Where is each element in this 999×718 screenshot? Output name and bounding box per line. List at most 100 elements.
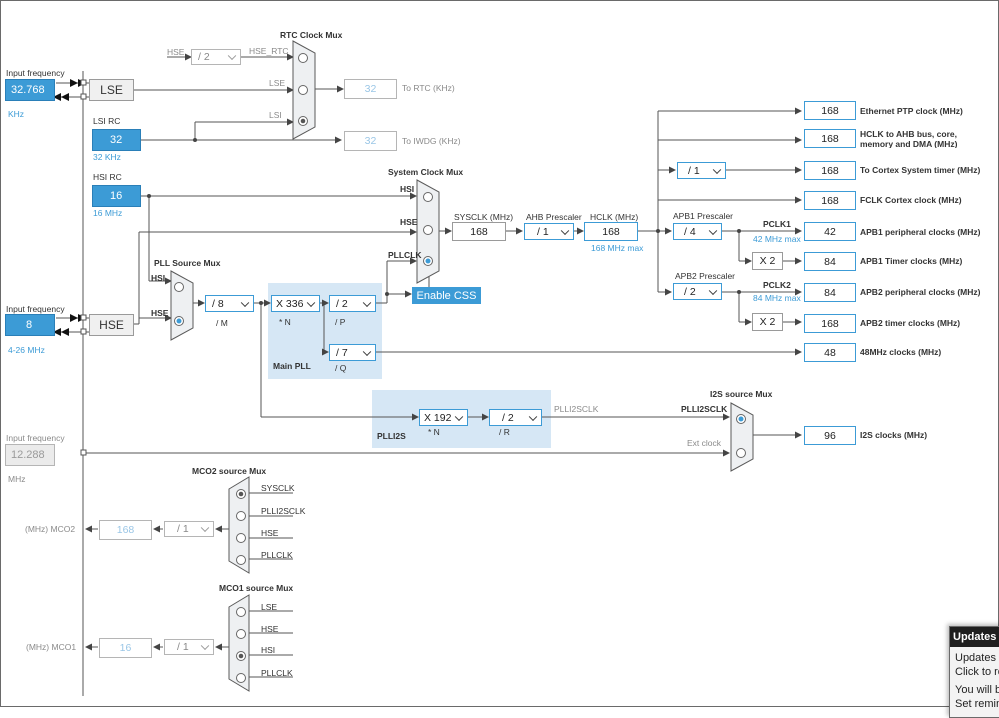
mco1-input-pllclk-label: PLLCLK	[261, 668, 293, 678]
i2s-ext-frequency-input[interactable]: 12.288	[5, 444, 55, 466]
apb1-timer-clock-value[interactable]: 84	[804, 252, 856, 271]
chevron-down-icon	[200, 641, 210, 651]
mco2-divider-value: / 1	[177, 523, 189, 535]
hse-source-box: HSE	[89, 314, 134, 336]
mco1-output-label: (MHz) MCO1	[26, 642, 77, 652]
rtc-hse-divider-value: / 2	[198, 51, 210, 63]
pll-p-value: / 2	[336, 297, 348, 310]
pll-q-label: / Q	[335, 363, 347, 373]
hclk-input[interactable]: 168	[584, 222, 638, 241]
sysmux-hse-label: HSE	[400, 217, 418, 227]
apb1-peripheral-clock-value[interactable]: 42	[804, 222, 856, 241]
chevron-down-icon	[227, 51, 237, 61]
plli2s-n-value: X 192	[424, 411, 452, 424]
ahb-prescaler-value: / 1	[537, 225, 549, 238]
sysclk-value: 168	[452, 222, 506, 241]
cortex-system-timer-label: To Cortex System timer (MHz)	[860, 165, 981, 175]
plli2s-n-label: * N	[428, 427, 440, 437]
pll-p-label: / P	[335, 317, 346, 327]
updates-notification[interactable]: Updates A Updates a Click to re You will…	[949, 626, 999, 718]
plli2s-r-value: / 2	[502, 411, 514, 424]
chevron-down-icon	[560, 226, 570, 235]
48mhz-clock-value[interactable]: 48	[804, 343, 856, 362]
cortex-timer-divider-value: / 1	[688, 164, 700, 177]
updates-notification-title: Updates A	[950, 627, 999, 647]
rtc-output-label: To RTC (KHz)	[402, 83, 455, 93]
sysclk-label: SYSCLK (MHz)	[454, 212, 514, 222]
i2s-ext-unit-label: MHz	[8, 474, 26, 484]
apb1-prescaler-value: / 4	[684, 225, 696, 238]
pll-q-divider-select[interactable]: / 7	[329, 344, 376, 361]
hse-unit-label: 4-26 MHz	[8, 345, 45, 355]
pll-n-label: * N	[279, 317, 291, 327]
pclk1-label: PCLK1	[763, 219, 791, 229]
apb2-timer-x2-multiplier: X 2	[752, 313, 783, 331]
enable-css-button[interactable]: Enable CSS	[412, 287, 481, 304]
mco1-input-hsi-label: HSI	[261, 645, 276, 655]
hsi-unit-label: 16 MHz	[93, 208, 123, 218]
sysmux-pllclk-label: PLLCLK	[388, 250, 422, 260]
plli2s-n-multiplier-select[interactable]: X 192	[419, 409, 468, 426]
apb2-prescaler-select[interactable]: / 2	[673, 283, 722, 300]
rtc-hse-divider-select[interactable]: / 2	[191, 49, 241, 65]
fclk-cortex-clock-value[interactable]: 168	[804, 191, 856, 210]
rtc-clock-value: 32	[344, 79, 397, 99]
hse-rtc-label: HSE_RTC	[249, 46, 289, 56]
apb1-prescaler-label: APB1 Prescaler	[673, 211, 733, 221]
mco1-source-mux-title: MCO1 source Mux	[219, 583, 294, 593]
apb1-prescaler-select[interactable]: / 4	[673, 223, 722, 240]
plli2s-r-divider-select[interactable]: / 2	[489, 409, 542, 426]
i2s-mux-shape	[730, 402, 754, 472]
cortex-system-timer-value[interactable]: 168	[804, 161, 856, 180]
ethernet-ptp-clock-label: Ethernet PTP clock (MHz)	[860, 106, 963, 116]
apb2-peripheral-clock-label: APB2 peripheral clocks (MHz)	[860, 287, 981, 297]
pll-p-divider-select[interactable]: / 2	[329, 295, 376, 312]
apb1-timer-x2-multiplier: X 2	[752, 252, 783, 270]
lsi-rc-label: LSI RC	[93, 116, 121, 126]
system-clock-mux-title: System Clock Mux	[388, 167, 464, 177]
cortex-timer-divider-select[interactable]: / 1	[677, 162, 726, 179]
pll-n-multiplier-select[interactable]: X 336	[271, 295, 320, 312]
plli2s-r-label: / R	[499, 427, 510, 437]
pll-m-divider-select[interactable]: / 8	[205, 295, 254, 312]
lse-frequency-input[interactable]: 32.768	[5, 79, 55, 101]
48mhz-clock-label: 48MHz clocks (MHz)	[860, 347, 942, 357]
ethernet-ptp-clock-value[interactable]: 168	[804, 101, 856, 120]
apb2-timer-clock-value[interactable]: 168	[804, 314, 856, 333]
mco1-divider-value: / 1	[177, 641, 189, 653]
main-pll-title: Main PLL	[273, 361, 311, 371]
lsi-unit-label: 32 KHz	[93, 152, 121, 162]
chevron-down-icon	[708, 286, 718, 295]
i2s-ext-input-frequency-label: Input frequency	[6, 433, 65, 443]
mco2-source-mux-title: MCO2 source Mux	[192, 466, 267, 476]
plli2s-title: PLLI2S	[377, 431, 406, 441]
iwdg-output-label: To IWDG (KHz)	[402, 136, 461, 146]
iwdg-clock-value: 32	[344, 131, 397, 151]
updates-notification-link[interactable]: Click to re	[955, 666, 999, 678]
pll-source-mux-title: PLL Source Mux	[154, 258, 221, 268]
mco1-divider-select[interactable]: / 1	[164, 639, 214, 655]
mco2-input-plli2sclk-label: PLLI2SCLK	[261, 506, 306, 516]
mco2-divider-select[interactable]: / 1	[164, 521, 214, 537]
apb2-peripheral-clock-value[interactable]: 84	[804, 283, 856, 302]
mco1-input-hse-label: HSE	[261, 624, 279, 634]
hse-frequency-input[interactable]: 8	[5, 314, 55, 336]
lsi-frequency-value: 32	[92, 129, 141, 151]
chevron-down-icon	[454, 412, 464, 421]
ahb-prescaler-select[interactable]: / 1	[524, 223, 574, 240]
i2s-clock-value[interactable]: 96	[804, 426, 856, 445]
chevron-down-icon	[306, 298, 316, 307]
mco1-output-value: 16	[99, 638, 152, 658]
hclk-ahb-clock-value[interactable]: 168	[804, 129, 856, 148]
mco2-input-sysclk-label: SYSCLK	[261, 483, 295, 493]
chevron-down-icon	[240, 298, 250, 307]
i2smux-ext-clock-label: Ext clock	[687, 438, 722, 448]
hse-input-frequency-label: Input frequency	[6, 304, 65, 314]
hsi-frequency-value: 16	[92, 185, 141, 207]
pll-source-mux-shape	[170, 270, 194, 341]
rtc-lsi-label: LSI	[269, 110, 282, 120]
hclk-ahb-clock-label: HCLK to AHB bus, core, memory and DMA (M…	[860, 129, 958, 148]
lse-source-box: LSE	[89, 79, 134, 101]
pclk1-max-label: 42 MHz max	[753, 234, 801, 244]
